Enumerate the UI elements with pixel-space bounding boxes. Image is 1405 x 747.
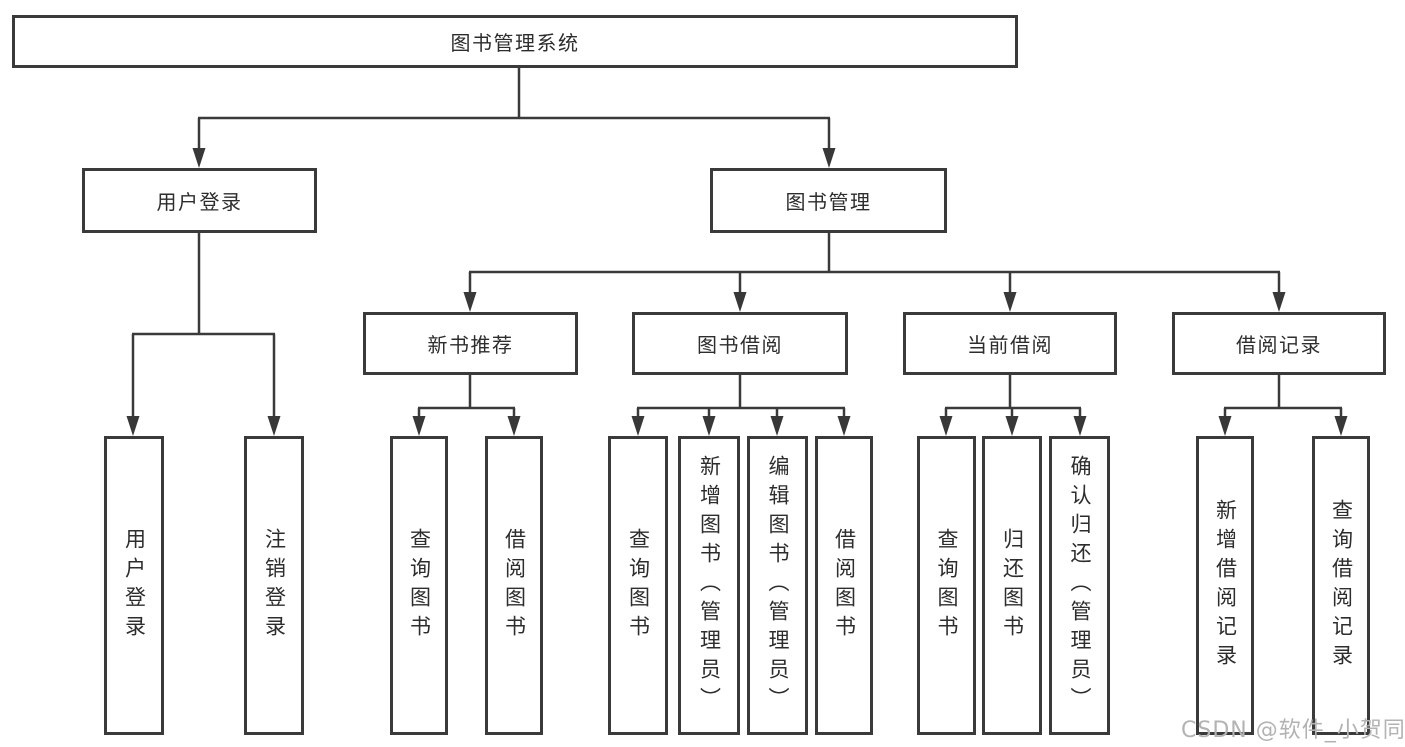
- node-borrowing-records: 借阅记录: [1172, 312, 1386, 375]
- node-book-management: 图书管理: [710, 168, 947, 233]
- leaf-logout-label: 注销登录: [262, 527, 287, 644]
- leaf-confirm-return-admin-label: 确认归还（管理员）: [1068, 455, 1092, 716]
- node-book-borrowing: 图书借阅: [632, 312, 848, 375]
- leaf-borrow-books: 借阅图书: [815, 436, 873, 735]
- leaf-confirm-return-admin: 确认归还（管理员）: [1049, 436, 1110, 735]
- leaf-return-book-label: 归还图书: [1000, 527, 1025, 644]
- leaf-user-login: 用户登录: [104, 436, 164, 735]
- watermark-csdn: CSDN @软件_小贺同学: [1181, 718, 1405, 743]
- leaf-query-borrow-record-label: 查询借阅记录: [1329, 498, 1354, 673]
- node-new-book-recommendation: 新书推荐: [363, 312, 578, 375]
- node-user-login: 用户登录: [82, 168, 317, 233]
- leaf-borrow-books-label: 借阅图书: [832, 527, 857, 644]
- leaf-add-book-admin-label: 新增图书（管理员）: [697, 455, 722, 716]
- leaf-user-login-label: 用户登录: [122, 527, 147, 644]
- leaf-edit-book-admin: 编辑图书（管理员）: [747, 436, 808, 735]
- node-library-system: 图书管理系统: [12, 15, 1018, 68]
- leaf-query-borrow-record: 查询借阅记录: [1312, 436, 1370, 735]
- leaf-query-books-label: 查询图书: [407, 527, 432, 644]
- leaf-add-book-admin: 新增图书（管理员）: [678, 436, 740, 735]
- leaf-logout: 注销登录: [244, 436, 304, 735]
- leaf-query-books-label: 查询图书: [935, 527, 959, 644]
- leaf-return-book: 归还图书: [982, 436, 1042, 735]
- node-current-borrowing: 当前借阅: [903, 312, 1117, 375]
- leaf-query-books: 查询图书: [917, 436, 976, 735]
- leaf-borrow-books-label: 借阅图书: [502, 527, 527, 644]
- leaf-query-books-label: 查询图书: [626, 527, 651, 644]
- leaf-query-books: 查询图书: [390, 436, 448, 735]
- leaf-query-books: 查询图书: [608, 436, 668, 735]
- leaf-add-borrow-record-label: 新增借阅记录: [1213, 498, 1238, 673]
- leaf-edit-book-admin-label: 编辑图书（管理员）: [766, 455, 790, 716]
- leaf-borrow-books: 借阅图书: [485, 436, 543, 735]
- leaf-add-borrow-record: 新增借阅记录: [1196, 436, 1254, 735]
